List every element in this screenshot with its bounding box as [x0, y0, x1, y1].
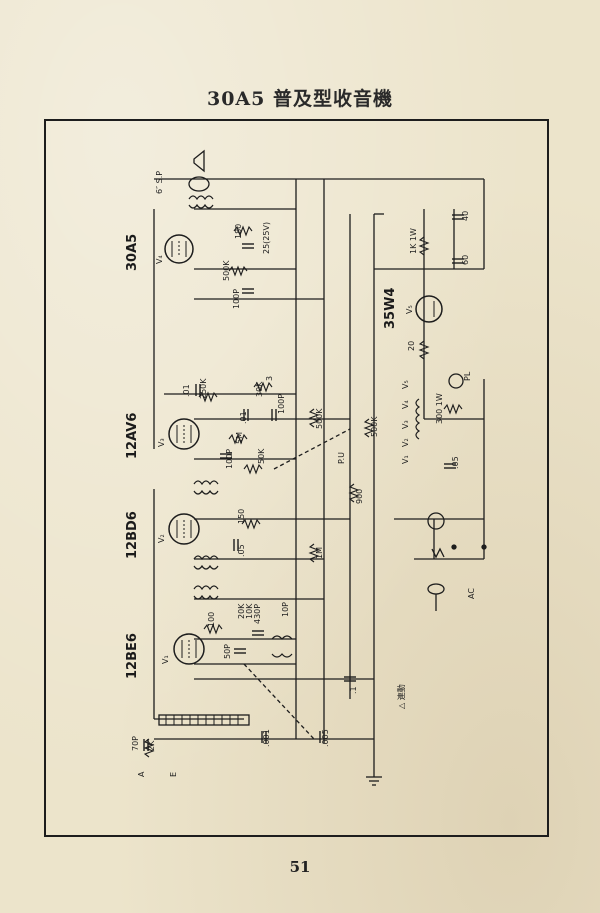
tube-symbol-v5: V₅	[405, 305, 414, 314]
label-vr-500k-b: 500K	[370, 416, 379, 437]
heater-tap-v2: V₂	[401, 438, 410, 447]
label-r-10k: 10K	[245, 603, 254, 619]
page-number: 51	[289, 858, 311, 876]
tube-label-12be6: 12BE6	[125, 633, 140, 679]
label-c-01b: .01	[239, 411, 248, 424]
label-r-100: 100	[207, 612, 216, 627]
label-c-005: .005	[321, 729, 330, 747]
label-pu: P.U	[337, 452, 346, 464]
tube-label-12bd6: 12BD6	[125, 511, 140, 559]
label-c-001: .001	[262, 729, 271, 747]
label-c-430p: 430P	[253, 604, 262, 624]
heater-tap-v5: V₅	[401, 380, 410, 389]
label-antenna: A	[137, 771, 146, 777]
tube-label-30a5: 30A5	[125, 234, 140, 271]
label-c-100p-v3: 100P	[225, 449, 234, 469]
resistors	[143, 225, 463, 758]
label-c-100p-top: 100P	[232, 289, 241, 309]
label-c-1: .1	[349, 686, 358, 694]
label-r-500k-top: 500K	[222, 260, 231, 281]
pilot-lamp	[448, 373, 464, 389]
label-pl: PL	[463, 371, 472, 381]
tube-label-35w4: 35W4	[383, 288, 398, 329]
tube-symbol-v4: V₄	[155, 255, 164, 264]
label-c-05: .05	[237, 544, 246, 557]
ground-symbol	[366, 769, 382, 786]
label-r-2k: 2K	[147, 740, 156, 751]
tube-symbol-v2: V₂	[157, 534, 166, 543]
capacitors	[143, 214, 464, 751]
label-ac: AC	[467, 588, 476, 599]
label-c-60: 60	[461, 255, 470, 265]
label-r-25: 25(25V)	[262, 222, 271, 254]
coils	[188, 195, 421, 658]
label-r-5m: 5M	[235, 432, 244, 444]
label-c-50p: 50P	[223, 644, 232, 659]
label-r-20: 20	[407, 341, 416, 351]
schematic-frame	[44, 119, 549, 837]
label-earth: E	[169, 772, 178, 777]
label-c-3: 3	[265, 376, 274, 381]
tube-v2	[168, 513, 200, 545]
label-c-100p-mid: 100P	[277, 394, 286, 414]
tube-symbol-v3: V₃	[157, 438, 166, 447]
label-c-70p: 70P	[131, 736, 140, 751]
gang-note: △ 連動	[396, 684, 406, 709]
radio-schematic: 6″ S.P	[125, 149, 487, 786]
label-r-1m: 1M	[315, 547, 324, 559]
label-r-1k-1w: 1K 1W	[409, 228, 418, 254]
antenna-coil	[158, 714, 250, 726]
label-c-05-b: .05	[451, 456, 460, 469]
speaker-symbol	[188, 149, 210, 192]
label-r-250k: 250K	[199, 378, 208, 399]
tube-v5	[415, 295, 443, 323]
ac-plug	[427, 512, 487, 611]
heater-tap-v3: V₃	[401, 420, 410, 429]
tube-v4	[164, 234, 194, 264]
label-r-20k: 20K	[237, 603, 246, 619]
label-r-30k: 30K	[255, 381, 264, 397]
heater-tap-v1: V₁	[401, 455, 410, 464]
tube-v1	[173, 633, 205, 665]
label-c-40: 40	[461, 211, 470, 221]
label-r-180: 180	[234, 224, 243, 239]
tube-v3	[168, 418, 200, 450]
tube-label-12av6: 12AV6	[125, 413, 140, 459]
tube-symbol-v1: V₁	[161, 655, 170, 664]
label-r-900: 900	[355, 489, 364, 504]
label-r-300-1w: 300 1W	[435, 393, 444, 424]
page-title: 30A5 普及型收音機	[206, 88, 394, 110]
heater-tap-v4: V₄	[401, 400, 410, 409]
speaker-label: 6″ S.P	[155, 171, 164, 194]
label-r-150: 150	[237, 509, 246, 524]
label-c-10p: 10P	[281, 602, 290, 617]
label-r-50k: 50K	[257, 448, 266, 464]
label-vr-500k-a: 500K	[315, 408, 324, 429]
label-c-01a: .01	[182, 384, 191, 397]
